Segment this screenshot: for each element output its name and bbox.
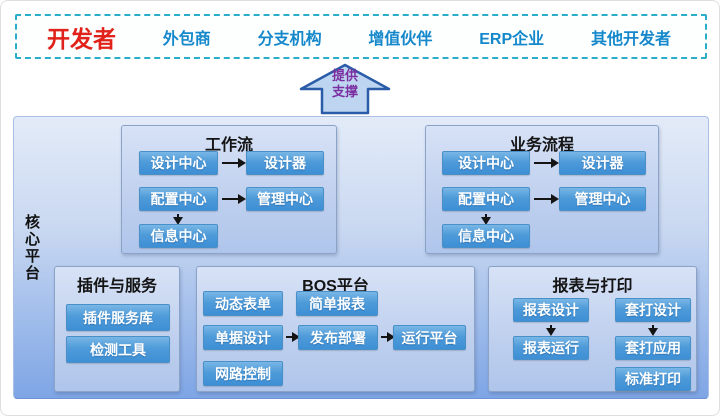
arrow-business-design-to-designer	[534, 158, 559, 168]
support-up-arrow: 提供 支撑	[299, 63, 391, 115]
box-business-config-center: 配置中心	[442, 187, 530, 211]
group-bos-platform: BOS平台 动态表单 简单报表 单据设计 发布部署 运行平台 网路控制	[196, 266, 475, 392]
group-business-process: 业务流程 设计中心 设计器 配置中心 管理中心 信息中心	[425, 125, 659, 254]
group-plugins-services: 插件与服务 插件服务库 检测工具	[54, 266, 180, 392]
box-deploy: 发布部署	[298, 325, 378, 350]
group-plugins-title: 插件与服务	[76, 278, 157, 295]
core-platform-label: 核心平台	[23, 214, 40, 282]
up-arrow-icon	[299, 63, 391, 115]
arrow-workflow-config-to-info	[173, 214, 183, 225]
roles-header: 开发者 外包商 分支机构 增值伙伴 ERP企业 其他开发者	[15, 14, 707, 59]
group-report-title: 报表与打印	[552, 278, 633, 295]
box-workflow-info-center: 信息中心	[139, 224, 218, 248]
role-branch: 分支机构	[257, 30, 322, 48]
role-value-partner: 增值伙伴	[368, 30, 433, 48]
support-arrow-label: 提供 支撑	[299, 68, 391, 100]
box-plugin-service-library: 插件服务库	[66, 304, 170, 331]
box-business-manage-center: 管理中心	[559, 187, 646, 211]
role-erp-enterprise: ERP企业	[479, 30, 545, 48]
box-network-control: 网路控制	[203, 361, 283, 386]
arrow-overlay-design-to-app	[648, 325, 658, 336]
box-business-info-center: 信息中心	[442, 224, 530, 248]
box-report-design: 报表设计	[513, 298, 589, 322]
box-business-designer: 设计器	[559, 151, 646, 175]
arrow-business-config-to-manage	[534, 194, 559, 204]
arrow-report-design-to-run	[546, 325, 556, 336]
arrow-business-config-to-info	[481, 214, 491, 225]
arrow-doc-to-deploy	[286, 332, 300, 342]
role-other-developer: 其他开发者	[590, 30, 671, 48]
box-standard-print: 标准打印	[615, 367, 691, 391]
support-arrow-label-line2: 支撑	[331, 84, 358, 99]
box-overlay-design: 套打设计	[615, 298, 691, 322]
box-workflow-designer: 设计器	[246, 151, 324, 175]
support-arrow-label-line1: 提供	[331, 68, 358, 83]
group-bos-title: BOS平台	[302, 278, 369, 295]
core-platform-panel: 核心平台 工作流 设计中心 设计器 配置中心 管理中心 信息中心 业务流程 设计…	[13, 116, 709, 399]
box-runtime-platform: 运行平台	[393, 325, 466, 350]
box-overlay-app: 套打应用	[615, 336, 691, 360]
box-dynamic-form: 动态表单	[203, 291, 283, 316]
box-detection-tools: 检测工具	[66, 336, 170, 363]
box-report-run: 报表运行	[513, 336, 589, 360]
box-workflow-manage-center: 管理中心	[246, 187, 324, 211]
group-business-title: 业务流程	[509, 137, 574, 154]
arrow-workflow-design-to-designer	[222, 158, 246, 168]
box-doc-design: 单据设计	[203, 325, 283, 350]
box-workflow-config-center: 配置中心	[139, 187, 218, 211]
box-business-design-center: 设计中心	[442, 151, 530, 175]
arrow-workflow-config-to-manage	[222, 194, 246, 204]
group-report-print: 报表与打印 报表设计 报表运行 套打设计 套打应用 标准打印	[488, 266, 697, 392]
box-simple-report: 简单报表	[296, 291, 378, 316]
role-outsourcer: 外包商	[162, 30, 211, 48]
arrow-deploy-to-runtime	[381, 332, 395, 342]
box-workflow-design-center: 设计中心	[139, 151, 218, 175]
group-workflow: 工作流 设计中心 设计器 配置中心 管理中心 信息中心	[121, 125, 337, 254]
group-workflow-title: 工作流	[204, 137, 253, 154]
role-developer: 开发者	[47, 25, 116, 52]
